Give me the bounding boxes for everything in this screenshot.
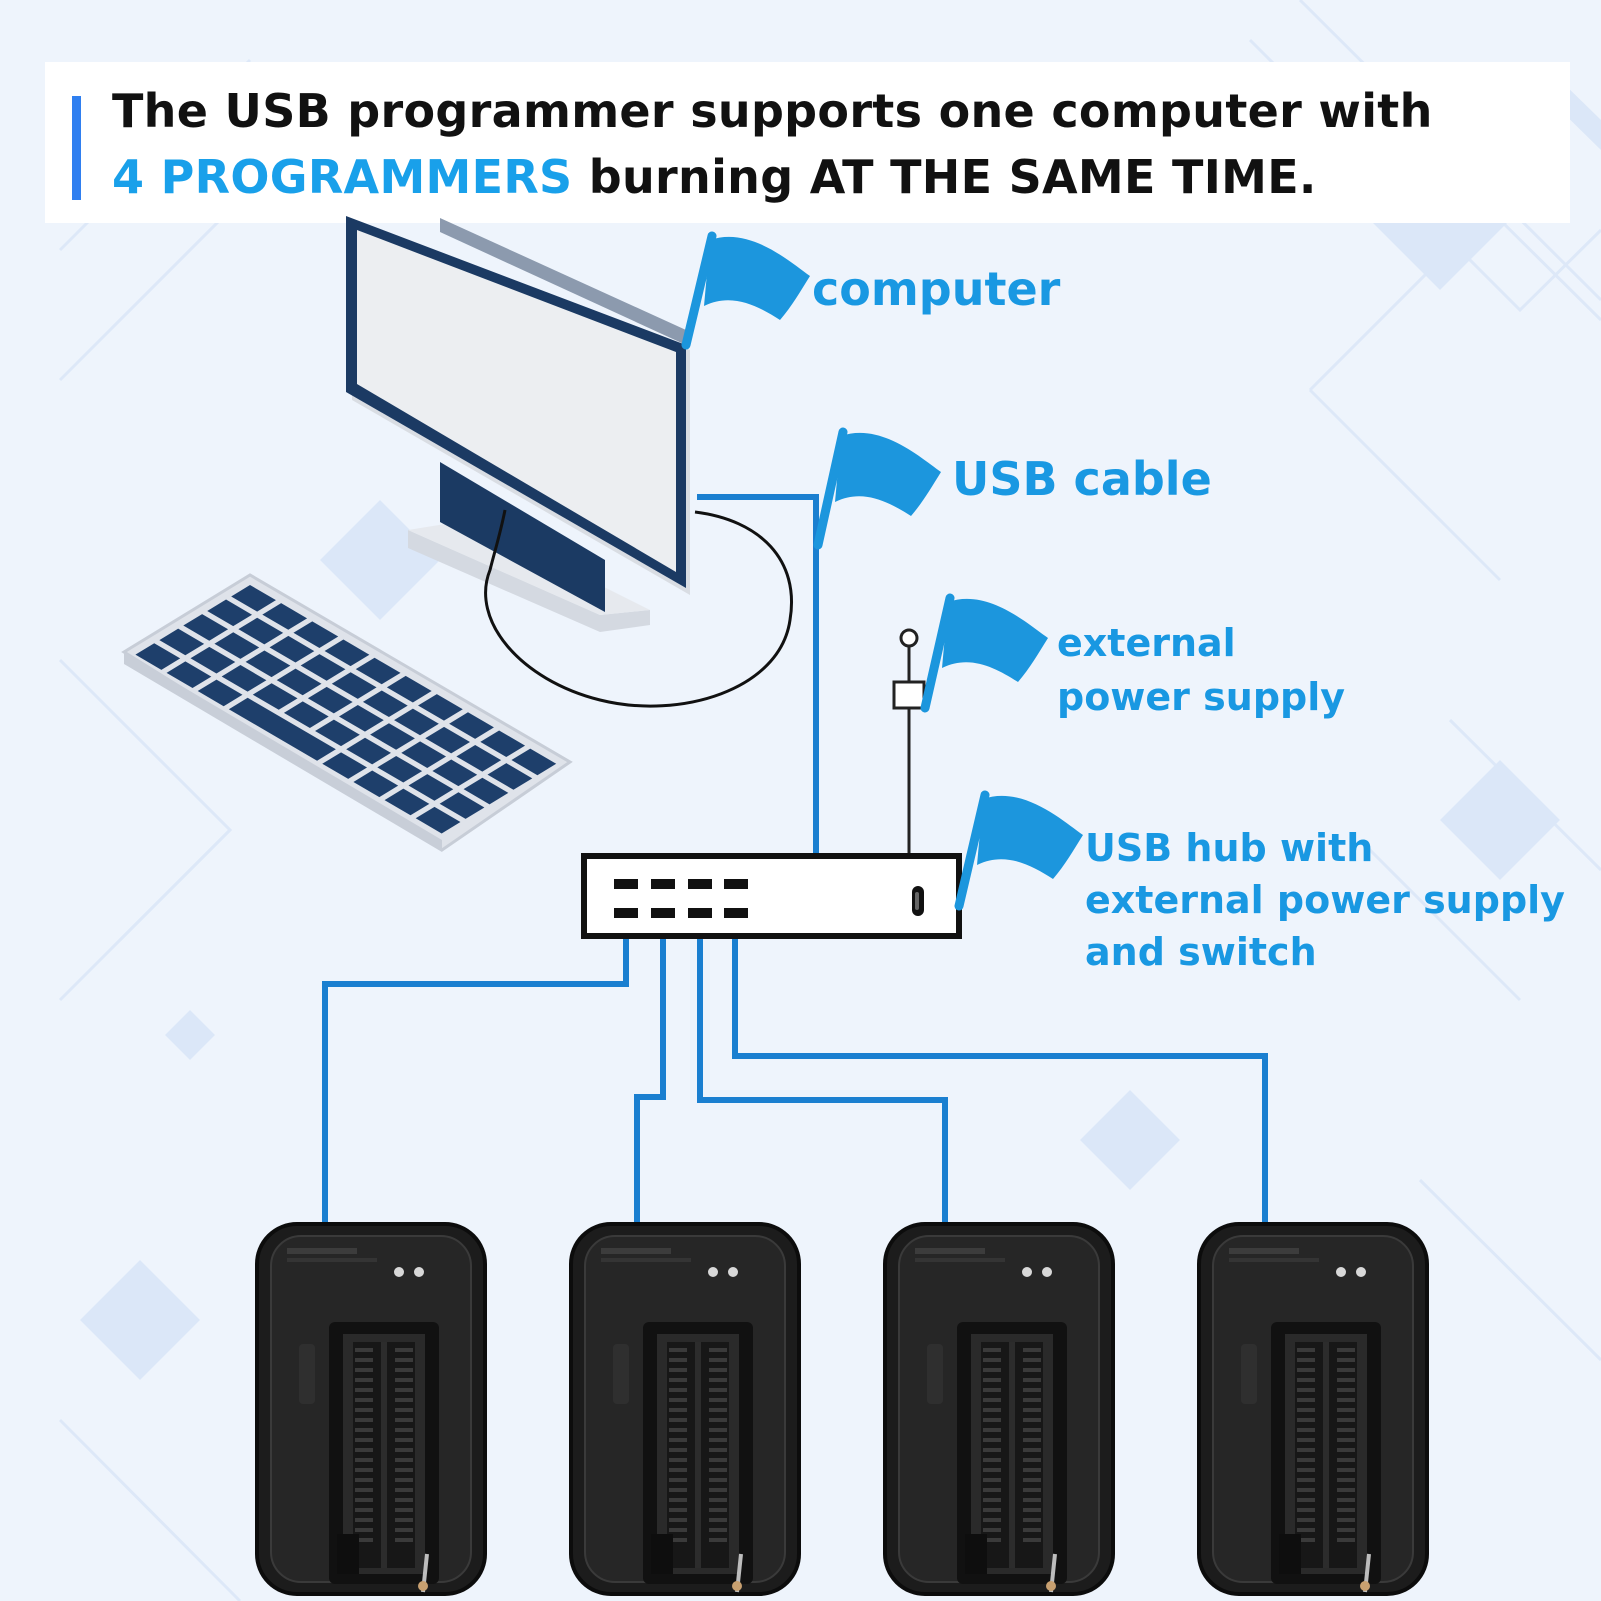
external-power-label-line-2: power supply	[1057, 675, 1346, 719]
usb-cable-line	[697, 494, 819, 856]
computer-flag-icon	[681, 231, 810, 350]
programmer-device-4	[1197, 1222, 1429, 1596]
usb-hub-flag-icon	[954, 790, 1083, 911]
title-mid: burning	[572, 150, 810, 204]
title-line-1: The USB programmer supports one computer…	[112, 84, 1433, 138]
computer-monitor-icon	[346, 216, 690, 632]
programmer-wires	[322, 912, 1268, 1228]
programmer-device-3	[883, 1222, 1115, 1596]
usb-hub-icon	[581, 853, 962, 939]
programmer-device-1	[255, 1222, 487, 1596]
title-emphasis: AT THE SAME TIME.	[809, 150, 1317, 204]
usb-hub-label-line-1: USB hub with	[1085, 826, 1374, 870]
computer-label: computer	[812, 262, 1061, 316]
power-cable	[484, 509, 793, 708]
title-line-2: 4 PROGRAMMERS burning AT THE SAME TIME.	[112, 150, 1317, 204]
title-highlight: 4 PROGRAMMERS	[112, 150, 573, 204]
external-power-label: external power supply	[1057, 616, 1345, 724]
usb-cable-label: USB cable	[952, 452, 1212, 506]
power-connector-icon	[892, 628, 926, 856]
title-accent-bar	[72, 96, 81, 200]
keyboard-icon	[121, 573, 573, 852]
usb-hub-label-line-2: external power supply	[1085, 878, 1565, 922]
usb-hub-label-line-3: and switch	[1085, 930, 1317, 974]
power-supply-flag-icon	[920, 593, 1048, 713]
programmer-device-2	[569, 1222, 801, 1596]
title-banner	[45, 62, 1570, 223]
external-power-label-line-1: external	[1057, 621, 1236, 665]
usb-hub-label: USB hub with external power supply and s…	[1085, 822, 1565, 978]
usb-cable-flag-icon	[813, 427, 941, 550]
